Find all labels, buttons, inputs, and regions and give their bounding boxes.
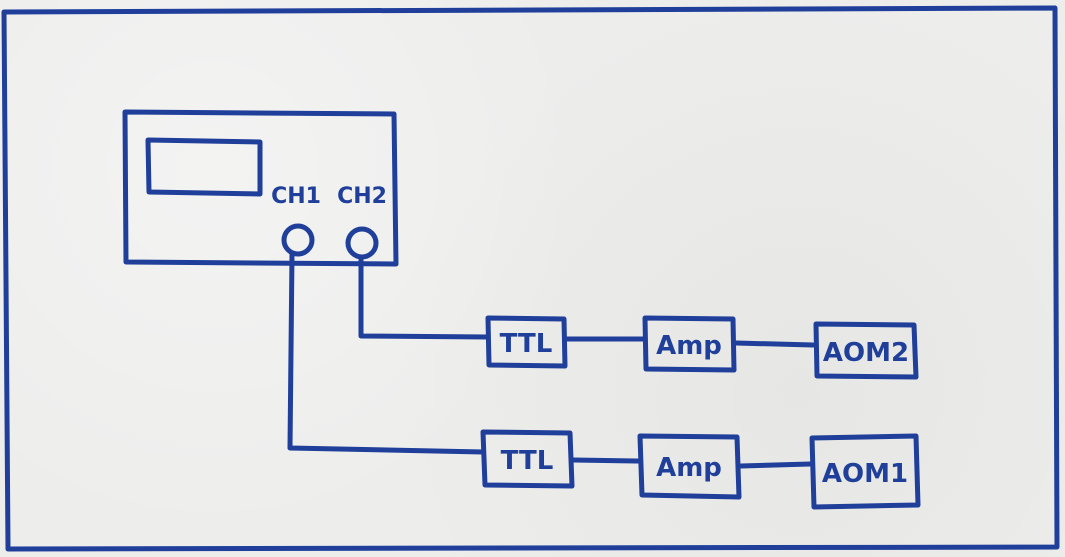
amp-bottom-box [637, 433, 742, 500]
signal-generator-box [122, 109, 399, 267]
outer-frame [1, 5, 1060, 552]
wire-ch2-to-ttl-top [358, 254, 491, 340]
aom1-box [809, 433, 921, 510]
generator-display [145, 137, 263, 197]
wire-amp-aom1 [738, 461, 813, 469]
ttl-bottom-box [480, 429, 575, 489]
amp-top-label: Amp [656, 331, 722, 361]
wire-ch1-to-ttl-bottom [287, 251, 486, 455]
aom2-box [813, 321, 919, 380]
wire-ttl-amp-bottom [570, 457, 641, 464]
ch1-label: CH1 [271, 184, 321, 209]
amp-bottom-label: Amp [656, 453, 722, 483]
ttl-top-box [485, 315, 568, 369]
wire-amp-aom2 [733, 340, 816, 348]
ch2-connector-icon [345, 226, 379, 260]
ch2-label: CH2 [337, 184, 387, 209]
amp-top-box [642, 315, 737, 373]
ttl-bottom-label: TTL [501, 446, 554, 476]
aom1-label: AOM1 [822, 459, 908, 489]
ch1-connector-icon [281, 223, 315, 257]
ttl-top-label: TTL [500, 329, 553, 359]
aom2-label: AOM2 [823, 338, 909, 368]
